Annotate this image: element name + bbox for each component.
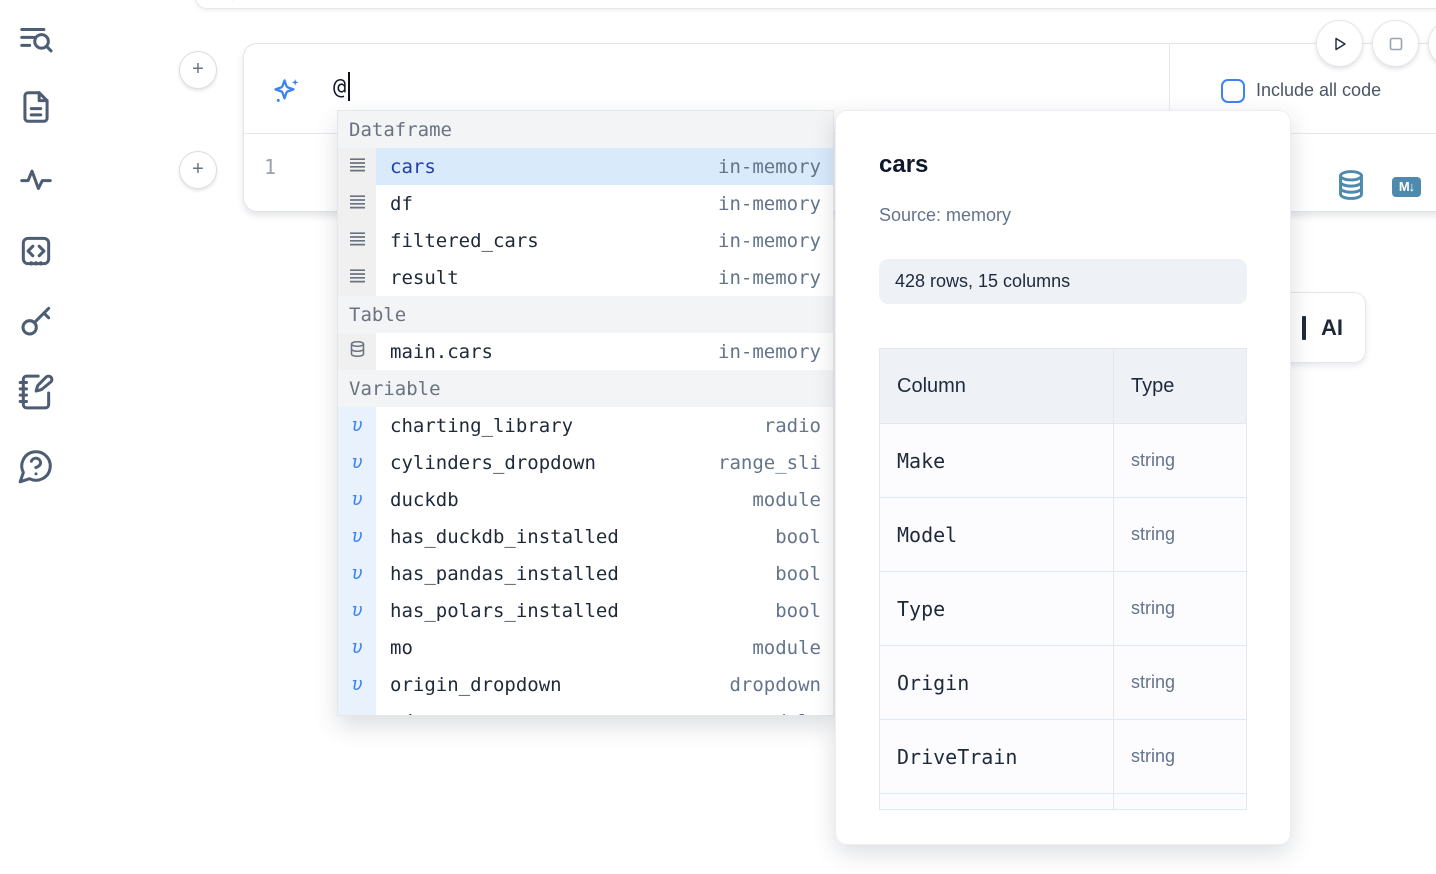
include-all-code-label: Include all code — [1256, 80, 1382, 100]
schema-table-header: Column Type — [880, 349, 1246, 424]
markdown-convert-icon[interactable]: M↓ — [1392, 177, 1421, 197]
file-text-icon[interactable] — [17, 88, 55, 126]
list-search-icon[interactable] — [17, 20, 55, 58]
menu-section-variable: Variable — [338, 370, 833, 407]
menu-item-origin-dropdown[interactable]: υ origin_dropdown dropdown — [338, 666, 833, 703]
ai-button-label: AI — [1321, 314, 1343, 340]
menu-item-duckdb[interactable]: υ duckdb module — [338, 481, 833, 518]
add-cell-above-button[interactable]: + — [179, 51, 217, 89]
menu-item-mo[interactable]: υ mo module — [338, 629, 833, 666]
divider — [233, 0, 234, 1]
code-block-icon[interactable] — [17, 232, 55, 270]
completion-menu: Dataframe cars in-memory df in-memory fi… — [337, 110, 834, 716]
dataframe-icon — [348, 193, 367, 215]
table-row: Model string — [880, 498, 1246, 572]
database-icon — [349, 340, 366, 363]
menu-section-table: Table — [338, 296, 833, 333]
left-sidebar — [0, 0, 72, 874]
variable-icon: υ — [352, 711, 363, 715]
table-row: Type string — [880, 572, 1246, 646]
table-row: DriveTrain string — [880, 720, 1246, 794]
menu-item-charting-library[interactable]: υ charting_library radio — [338, 407, 833, 444]
menu-item-df[interactable]: df in-memory — [338, 185, 833, 222]
variable-icon: υ — [351, 600, 363, 621]
variable-icon: υ — [351, 674, 363, 695]
schema-table: Column Type Make string Model string Typ… — [879, 348, 1247, 810]
menu-item-pd[interactable]: υ pd module — [338, 703, 833, 715]
include-all-code-checkbox[interactable] — [1221, 79, 1245, 103]
menu-section-dataframe: Dataframe — [338, 111, 833, 148]
menu-item-has-pandas-installed[interactable]: υ has_pandas_installed bool — [338, 555, 833, 592]
activity-icon[interactable] — [17, 160, 55, 198]
menu-item-has-duckdb-installed[interactable]: υ has_duckdb_installed bool — [338, 518, 833, 555]
menu-item-cylinders-dropdown[interactable]: υ cylinders_dropdown range_sli — [338, 444, 833, 481]
database-action-icon[interactable] — [1336, 169, 1366, 201]
menu-item-filtered-cars[interactable]: filtered_cars in-memory — [338, 222, 833, 259]
prompt-options-zone: Include all code — [1169, 44, 1436, 134]
variable-icon: υ — [351, 489, 363, 510]
dataframe-icon — [348, 156, 367, 178]
notebook-edit-icon[interactable] — [17, 373, 55, 411]
table-row: Make string — [880, 424, 1246, 498]
menu-item-result[interactable]: result in-memory — [338, 259, 833, 296]
variable-icon: υ — [351, 637, 363, 658]
table-row: Origin string — [880, 646, 1246, 720]
preview-source: Source: memory — [879, 205, 1012, 225]
text-cursor — [348, 72, 350, 101]
menu-item-main-cars[interactable]: main.cars in-memory — [338, 333, 833, 370]
shape-badge: 428 rows, 15 columns — [879, 259, 1247, 304]
dataframe-icon — [348, 267, 367, 289]
table-row-clipped — [880, 794, 1246, 810]
variable-icon: υ — [351, 563, 363, 584]
variable-icon: υ — [351, 415, 363, 436]
run-cell-button[interactable] — [1316, 20, 1363, 67]
variable-icon: υ — [351, 452, 363, 473]
clipped-letter-fragment — [1302, 315, 1306, 340]
dataframe-icon — [348, 230, 367, 252]
line-number: 1 — [263, 155, 277, 179]
key-icon[interactable] — [17, 302, 55, 340]
add-cell-below-button[interactable]: + — [179, 151, 217, 189]
help-chat-icon[interactable] — [17, 447, 55, 485]
preview-title: cars — [879, 151, 929, 178]
menu-item-cars[interactable]: cars in-memory — [338, 148, 833, 185]
menu-item-has-polars-installed[interactable]: υ has_polars_installed bool — [338, 592, 833, 629]
prompt-value: @ — [333, 75, 347, 100]
stop-button[interactable] — [1372, 20, 1419, 67]
dataframe-preview-popup: cars Source: memory 428 rows, 15 columns… — [835, 110, 1291, 845]
previous-cell-fragment — [195, 0, 1436, 9]
sparkles-icon — [272, 76, 302, 106]
variable-icon: υ — [351, 526, 363, 547]
